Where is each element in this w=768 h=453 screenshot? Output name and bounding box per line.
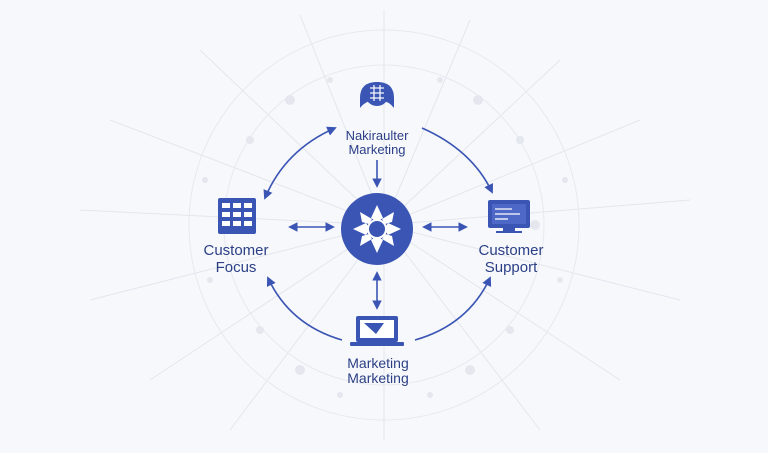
node-right-line2: Support xyxy=(484,258,538,276)
node-bottom-label: Marketing Marketing xyxy=(314,355,442,387)
node-right-line1: Customer xyxy=(478,242,544,259)
arrow-top-to-right xyxy=(421,127,494,194)
node-top-label: Nakiraulter Marketing xyxy=(317,128,437,158)
node-left-label: Customer Focus xyxy=(172,242,300,276)
center-hub xyxy=(341,193,413,265)
node-left-line2: Focus xyxy=(215,258,257,276)
cycle-arrows xyxy=(263,126,494,341)
node-left-line1: Customer xyxy=(203,242,269,259)
gear-snowflake-icon xyxy=(353,205,401,253)
node-top-line2: Marketing xyxy=(348,142,406,158)
monitor-icon xyxy=(488,200,530,233)
arrow-left-to-bottom xyxy=(266,276,343,341)
grid-table-icon xyxy=(218,198,256,234)
center-arrows xyxy=(288,160,468,310)
node-right-label: Customer Support xyxy=(447,242,575,276)
laptop-icon xyxy=(350,316,404,346)
arrow-top-to-left xyxy=(263,126,337,200)
node-bottom-line1: Marketing xyxy=(347,355,409,371)
person-head-icon xyxy=(360,82,394,108)
node-bottom-line2: Marketing xyxy=(347,370,409,387)
arrow-right-to-bottom xyxy=(414,276,492,341)
node-top-line1: Nakiraulter xyxy=(345,128,409,143)
